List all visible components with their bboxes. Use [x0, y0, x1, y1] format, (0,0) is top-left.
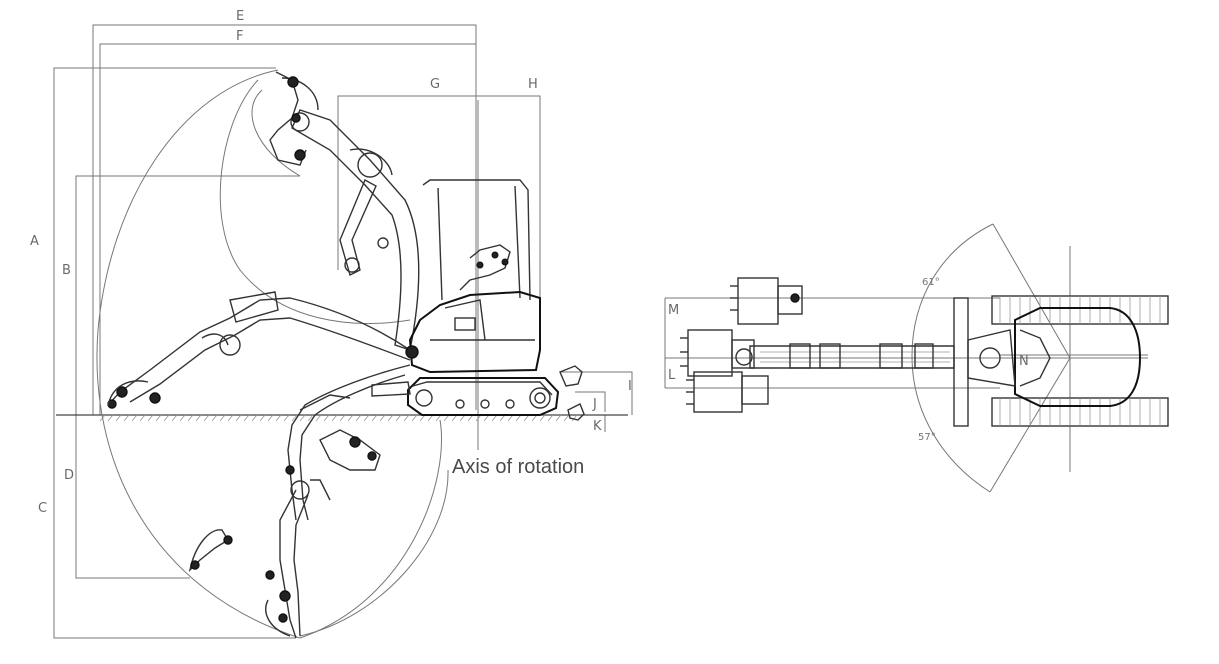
label-j: J — [592, 397, 597, 412]
label-g: G — [430, 77, 440, 92]
angle-bottom-label: 57° — [918, 432, 936, 443]
bucket-top-lower — [686, 371, 769, 413]
machine-body — [408, 179, 541, 374]
dimension-lines — [53, 24, 633, 639]
boom-top — [735, 343, 955, 369]
angle-top-label: 61° — [922, 277, 940, 288]
side-view: E F A B C D G H I J K Axis of rotation — [30, 9, 633, 639]
label-m: M — [668, 303, 679, 318]
reach-envelope — [96, 69, 449, 639]
arm-digging — [188, 364, 411, 639]
label-e: E — [236, 9, 244, 24]
bucket-top-middle — [680, 329, 755, 377]
label-a: A — [30, 234, 39, 249]
label-c: C — [38, 501, 47, 516]
tracks-top — [991, 295, 1169, 427]
bucket-top-upper — [730, 277, 803, 325]
arm-extended — [107, 291, 419, 409]
track-undercarriage — [371, 365, 585, 421]
top-view: M L N 61° 57° — [664, 223, 1169, 493]
label-n: N — [1019, 354, 1029, 369]
side-view-labels: E F A B C D G H I J K Axis of rotation — [30, 9, 632, 516]
top-view-dimension-lines — [664, 246, 1148, 472]
label-d: D — [64, 468, 74, 483]
label-k: K — [593, 419, 602, 434]
top-view-labels: M L N 61° 57° — [668, 277, 1029, 443]
axis-of-rotation-label: Axis of rotation — [452, 456, 584, 478]
arm-upright — [269, 71, 420, 351]
ground-line — [56, 414, 628, 422]
label-f: F — [236, 29, 243, 44]
label-i: I — [628, 379, 632, 394]
label-h: H — [528, 77, 538, 92]
label-l: L — [668, 368, 676, 383]
label-b: B — [62, 263, 71, 278]
